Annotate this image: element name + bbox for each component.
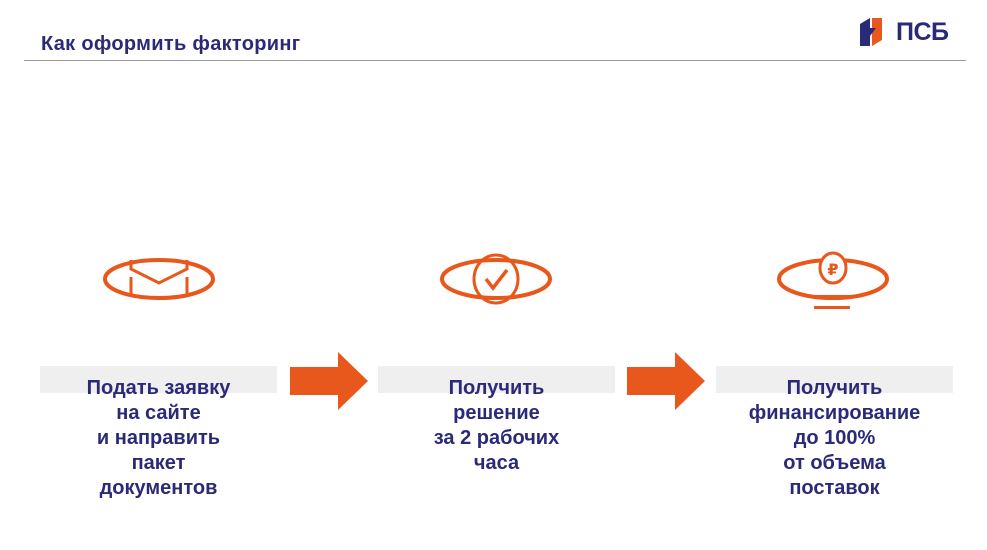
text-line: решение <box>453 402 540 424</box>
text-line: и направить <box>96 427 221 449</box>
step-2-text: Получить решение за 2 рабочих часа <box>378 376 615 476</box>
checkmark-icon <box>440 253 552 305</box>
envelope-icon <box>103 258 215 300</box>
step-1-text: Подать заявку на сайте и направить пакет… <box>40 376 277 501</box>
psb-logo-icon <box>860 18 882 46</box>
step-3-text: Получить финансирование до 100% от объем… <box>716 376 953 501</box>
text-line: от объема <box>783 452 886 474</box>
text-line: поставок <box>789 477 880 499</box>
text-line: Получить <box>786 377 883 399</box>
arrow-right-icon <box>627 352 705 410</box>
text-line: пакет <box>131 452 186 474</box>
text-line: до 100% <box>793 427 876 449</box>
header-divider <box>24 60 966 61</box>
text-line: Подать заявку <box>86 377 231 399</box>
step-2-bar <box>378 366 615 393</box>
text-line: документов <box>99 477 218 499</box>
svg-text:₽: ₽ <box>827 260 838 279</box>
text-line: за 2 рабочих <box>433 427 560 449</box>
arrow-right-icon <box>290 352 368 410</box>
text-line: финансирование <box>748 402 921 424</box>
psb-logo: ПСБ <box>858 16 949 48</box>
logo-text: ПСБ <box>896 17 949 46</box>
step-1-bar <box>40 366 277 393</box>
text-line: часа <box>473 452 520 474</box>
ruble-coin-icon: ₽ <box>777 251 889 309</box>
page-title: Как оформить факторинг <box>41 33 301 55</box>
step-3-bar <box>716 366 953 393</box>
text-line: на сайте <box>116 402 201 424</box>
text-line: Получить <box>448 377 545 399</box>
